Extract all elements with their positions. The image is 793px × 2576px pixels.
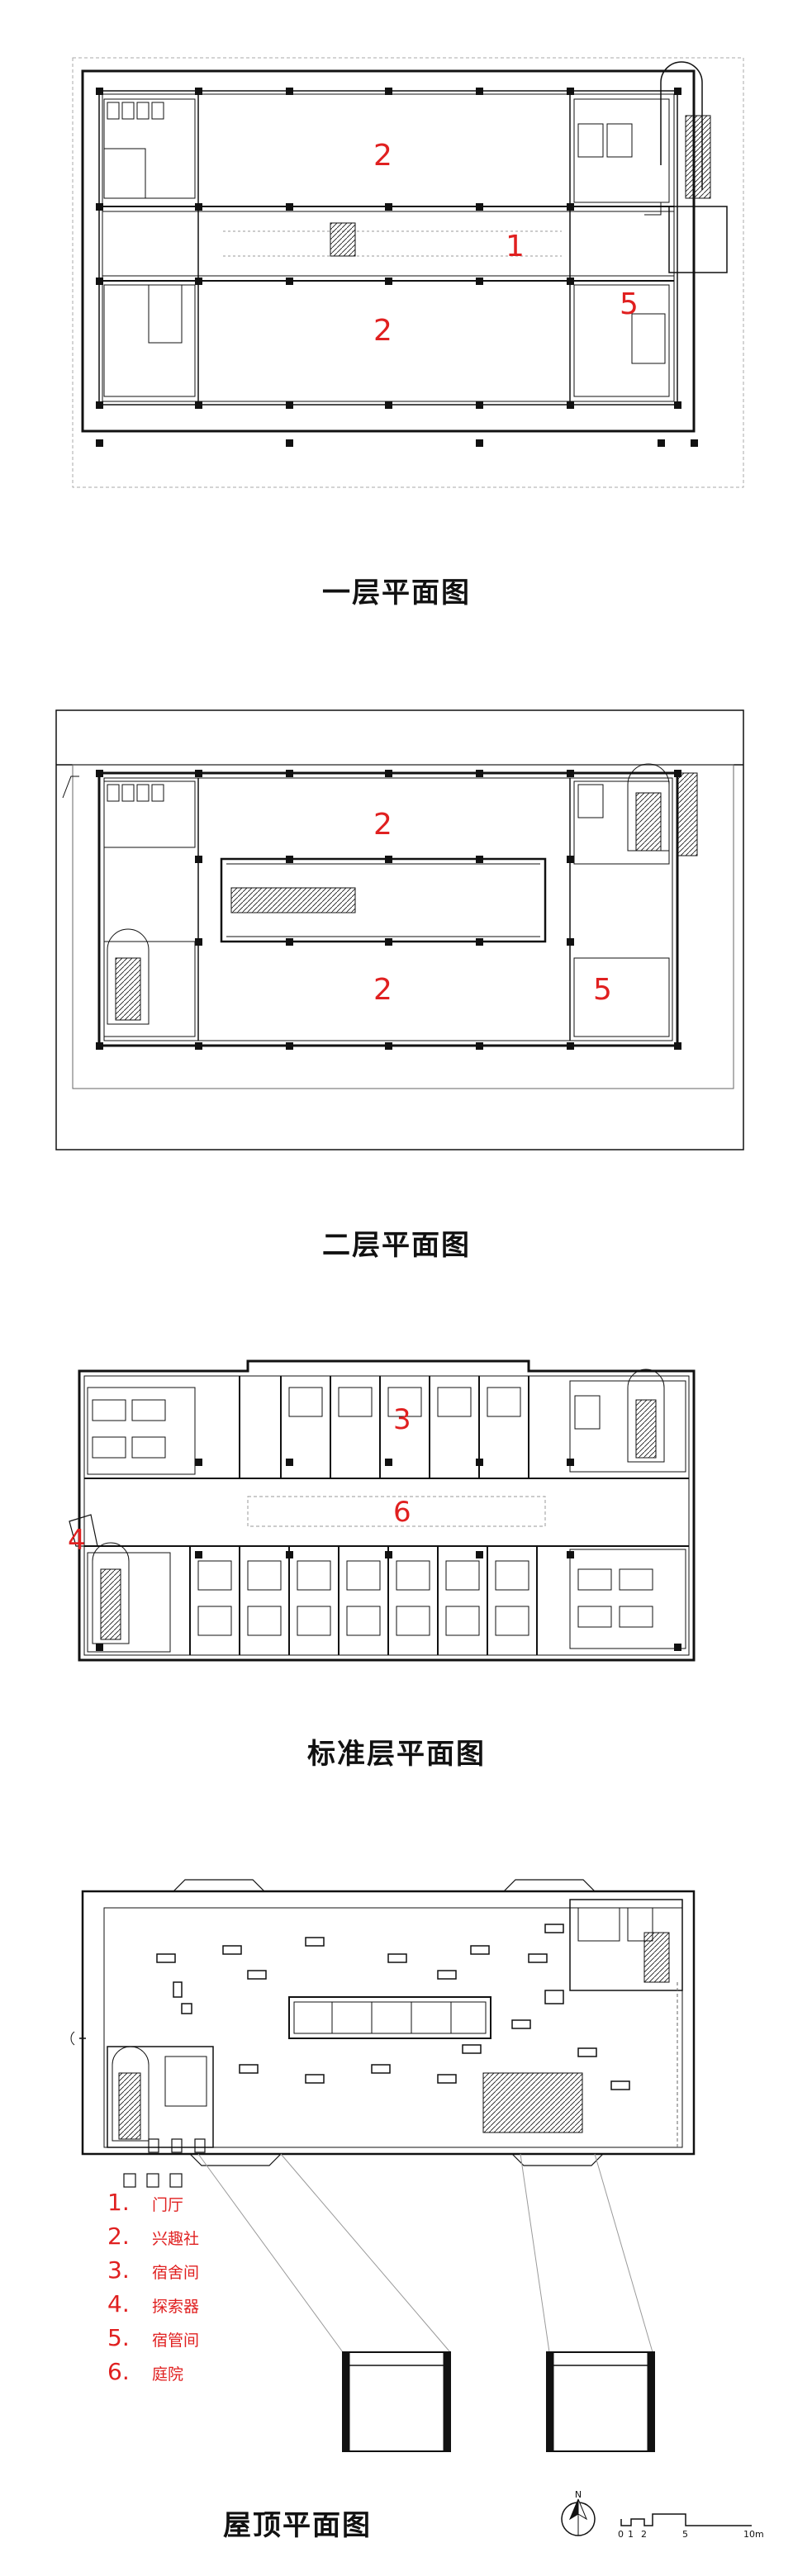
north-label: N — [575, 2489, 582, 2500]
legend-number: 3. — [107, 2256, 130, 2284]
scale-tick: 10m — [743, 2529, 764, 2540]
legend-name: 兴趣社 — [152, 2230, 200, 2248]
plan-title-standard-floor: 标准层平面图 — [307, 1738, 486, 1771]
projection-guides — [197, 2153, 653, 2353]
legend-number: 4. — [107, 2290, 130, 2317]
scale-tick: 0 — [618, 2529, 624, 2540]
scale-tick: 5 — [682, 2529, 688, 2540]
room-label: 2 — [373, 973, 392, 1007]
volume-blocks — [342, 2351, 655, 2452]
scale-tick: 2 — [641, 2529, 647, 2540]
legend-item: 5. 宿管间 — [107, 2322, 199, 2356]
legend-name: 庭院 — [152, 2365, 184, 2384]
first-floor-plan — [72, 57, 744, 488]
legend-name: 宿管间 — [152, 2332, 200, 2350]
room-label: 4 — [68, 1524, 86, 1557]
standard-floor-plan — [69, 1359, 696, 1662]
room-label: 2 — [373, 139, 392, 173]
legend-item: 1. 门厅 — [107, 2187, 199, 2221]
legend-number: 2. — [107, 2223, 130, 2250]
plan-title-first-floor: 一层平面图 — [322, 576, 471, 610]
room-label: 1 — [506, 230, 525, 263]
legend-number: 6. — [107, 2358, 130, 2385]
north-arrow: N — [561, 2489, 596, 2536]
room-label: 5 — [620, 287, 639, 321]
second-floor-plan — [55, 709, 744, 1150]
plan-title-roof: 屋顶平面图 — [223, 2509, 372, 2542]
legend-name: 门厅 — [152, 2196, 184, 2214]
second-floor-room-labels: 2 2 5 — [373, 808, 612, 1007]
plan-title-second-floor: 二层平面图 — [322, 1229, 471, 1262]
legend-item: 2. 兴趣社 — [107, 2221, 199, 2255]
legend-number: 1. — [107, 2189, 130, 2216]
roof-plan — [70, 1879, 696, 2188]
legend-item: 4. 探索器 — [107, 2289, 199, 2322]
room-label: 2 — [373, 808, 392, 842]
legend-name: 探索器 — [152, 2298, 200, 2316]
legend-name: 宿舍间 — [152, 2264, 200, 2282]
room-label: 5 — [593, 973, 612, 1007]
scale-tick: 1 — [628, 2529, 634, 2540]
legend-item: 3. 宿舍间 — [107, 2255, 199, 2289]
legend-number: 5. — [107, 2324, 130, 2351]
standard-floor-room-labels: 3 6 4 — [68, 1403, 411, 1557]
room-label: 3 — [393, 1403, 411, 1436]
room-legend: 1. 门厅 2. 兴趣社 3. 宿舍间 4. 探索器 5. 宿管间 6. 庭院 — [107, 2187, 199, 2390]
first-floor-room-labels: 2 1 2 5 — [373, 139, 639, 348]
room-label: 2 — [373, 314, 392, 348]
room-label: 6 — [393, 1496, 411, 1529]
legend-item: 6. 庭院 — [107, 2356, 199, 2390]
scale-bar: 0 1 2 5 10m — [618, 2513, 764, 2540]
